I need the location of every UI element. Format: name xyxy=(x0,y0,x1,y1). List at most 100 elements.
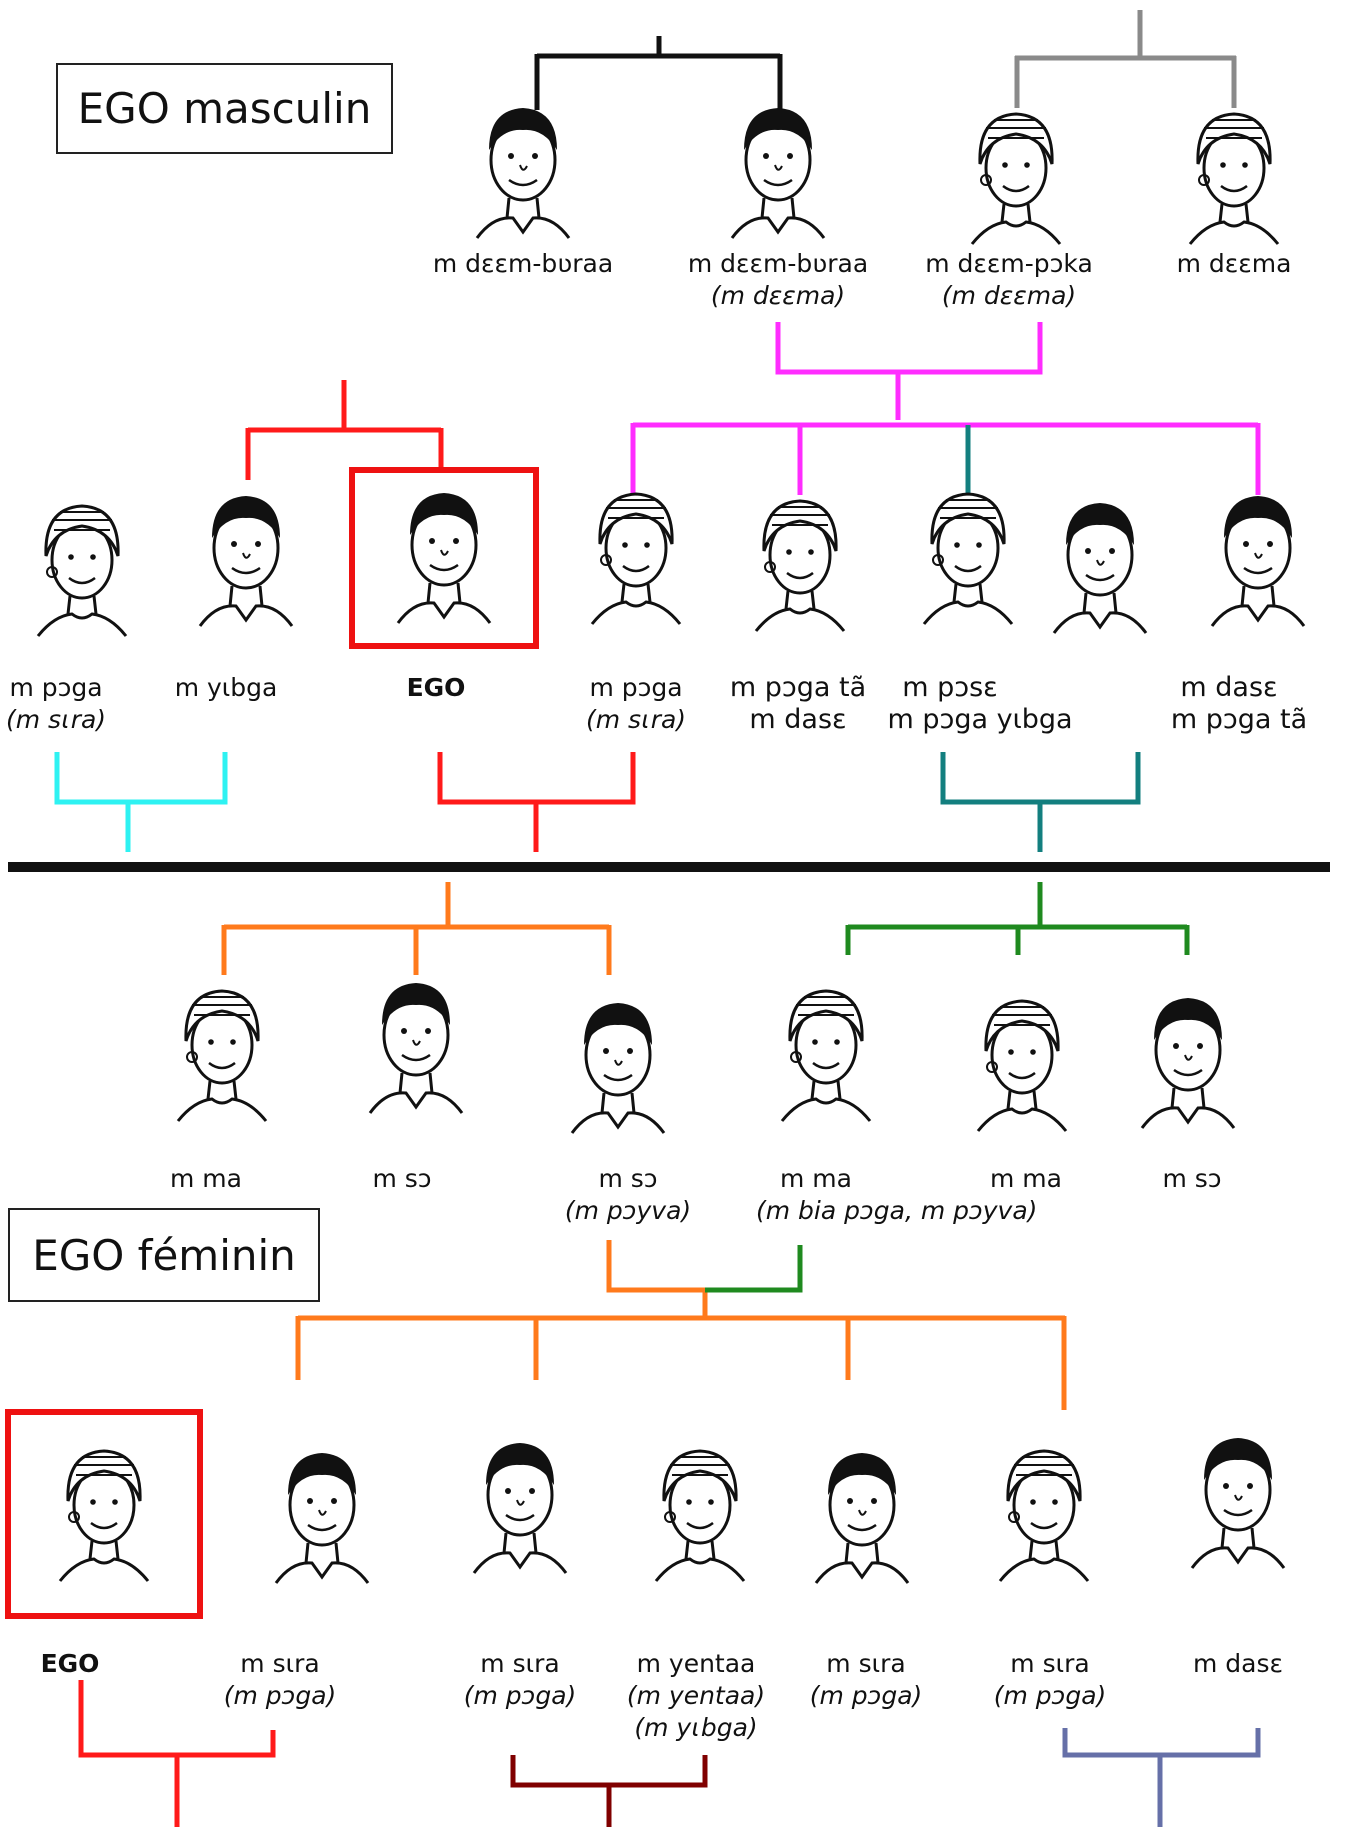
ego-masculin-box: EGO masculin xyxy=(56,63,393,154)
portrait-grandmother-1 xyxy=(970,112,1062,246)
label-alt: (m bia pɔga, m pɔyva) xyxy=(756,1196,1038,1225)
label-alt: (m sɩra) xyxy=(585,705,687,734)
label-alt: (m sɩra) xyxy=(5,705,107,734)
label-name: m dasε xyxy=(1192,1649,1284,1678)
label-f5: m sɩra (m pɔga) xyxy=(746,1648,986,1712)
portrait-f-sibling-5 xyxy=(998,1449,1090,1583)
portrait-sister xyxy=(36,504,128,638)
ego-feminin-box: EGO féminin xyxy=(8,1208,320,1302)
label-name: m yentaa xyxy=(636,1649,756,1678)
label-name: m dasε xyxy=(1180,672,1278,703)
label-name: m ma xyxy=(170,1164,242,1193)
portrait-child-2 xyxy=(368,981,464,1115)
label-name: m dεεm-bʋraa xyxy=(432,249,614,278)
label-alt2: (m yɩbga) xyxy=(634,1713,758,1742)
connector-parents-magenta xyxy=(630,322,1261,495)
label-alt: m pɔga yɩbga xyxy=(887,704,1073,735)
portrait-brother xyxy=(198,494,294,628)
label-name: m sɔ xyxy=(1162,1164,1222,1193)
label-name: m pɔga xyxy=(589,673,683,702)
label-g5: m pɔga tã m dasε xyxy=(678,672,918,736)
portrait-ego-male xyxy=(396,491,492,625)
portrait-child-6 xyxy=(1140,996,1236,1130)
label-c1: m ma xyxy=(86,1163,326,1195)
connector-fem-slate xyxy=(1062,1728,1261,1827)
label-c2: m sɔ xyxy=(282,1163,522,1195)
label-name: EGO xyxy=(406,673,466,702)
connector-grandparents-maternal xyxy=(1014,10,1237,108)
label-alt: (m dεεma) xyxy=(941,281,1077,310)
portrait-wife-2 xyxy=(754,499,846,633)
portrait-grandfather-1 xyxy=(475,106,571,240)
label-g4: m pɔga (m sɩra) xyxy=(516,672,756,736)
generation-separator xyxy=(8,862,1330,872)
label-gp2: m dεεm-bʋraa (m dεεma) xyxy=(658,248,898,312)
connector-red-ego-spouse xyxy=(437,752,636,852)
connector-parents-red xyxy=(245,380,444,480)
label-c3: m sɔ (m pɔyva) xyxy=(508,1163,748,1227)
label-alt: m dasε xyxy=(749,704,847,735)
portrait-grandmother-2 xyxy=(1188,112,1280,246)
portrait-f-sibling-3 xyxy=(654,1449,746,1583)
label-g1: m pɔga (m sɩra) xyxy=(0,672,176,736)
label-f1: EGO xyxy=(0,1648,190,1680)
label-name: m sɔ xyxy=(372,1164,432,1193)
label-name: m yɩbga xyxy=(174,673,278,702)
portrait-f-sibling-2 xyxy=(472,1441,568,1575)
label-name: m sɩra xyxy=(826,1649,906,1678)
label-alt: (m pɔga) xyxy=(463,1681,577,1710)
portrait-f-sibling-1 xyxy=(274,1451,370,1585)
connector-fem-parents-green xyxy=(705,1245,803,1293)
label-alt: (m pɔyva) xyxy=(564,1196,692,1225)
connector-children-green xyxy=(845,882,1190,955)
ego-masculin-label: EGO masculin xyxy=(77,84,372,133)
label-g7: m dasε m pɔga tã xyxy=(1119,672,1359,736)
ego-female-frame xyxy=(5,1409,203,1619)
label-name: m dεεma xyxy=(1176,249,1292,278)
portrait-ego-female xyxy=(58,1449,150,1583)
label-gp3: m dεεm-pɔka (m dεεma) xyxy=(889,248,1129,312)
label-alt: m pɔga tã xyxy=(1170,704,1308,735)
label-name: m sɩra xyxy=(1010,1649,1090,1678)
connector-children-orange xyxy=(221,882,612,975)
label-gp4: m dεεma xyxy=(1114,248,1354,280)
label-name: m sɩra xyxy=(240,1649,320,1678)
portrait-f-sibling-6 xyxy=(1190,1436,1286,1570)
label-alt: (m dεεma) xyxy=(710,281,846,310)
label-c5: m ma xyxy=(906,1163,1146,1195)
label-g3: EGO xyxy=(316,672,556,704)
portrait-child-5 xyxy=(976,999,1068,1133)
label-f6: m sɩra (m pɔga) xyxy=(930,1648,1170,1712)
connector-fem-maroon xyxy=(510,1755,708,1827)
portrait-grandfather-2 xyxy=(730,106,826,240)
label-alt: (m pɔga) xyxy=(993,1681,1107,1710)
label-name: EGO xyxy=(40,1649,100,1678)
label-name: m pɔsε xyxy=(902,672,998,703)
ego-feminin-label: EGO féminin xyxy=(32,1230,296,1280)
portrait-child-1 xyxy=(176,989,268,1123)
label-name: m pɔga xyxy=(9,673,103,702)
connector-cyan xyxy=(54,752,228,852)
label-name: m dεεm-bʋraa xyxy=(687,249,869,278)
label-f2: m sɩra (m pɔga) xyxy=(160,1648,400,1712)
connector-fem-parents-orange xyxy=(295,1240,1067,1410)
label-name: m dεεm-pɔka xyxy=(925,249,1093,278)
portrait-child-4 xyxy=(780,989,872,1123)
connector-teal-pair xyxy=(940,752,1141,852)
ego-male-frame xyxy=(349,467,539,649)
label-g6: m pɔsε m pɔga yɩbga xyxy=(860,672,1100,736)
label-c4: m ma (m bia pɔga, m pɔyva) xyxy=(756,1163,1038,1227)
label-g2: m yɩbga xyxy=(106,672,346,704)
label-gp1: m dεεm-bʋraa xyxy=(403,248,643,280)
label-f7: m dasε xyxy=(1118,1648,1358,1680)
label-name: m ma xyxy=(990,1164,1062,1193)
label-name: m sɔ xyxy=(598,1164,658,1193)
label-name: m sɩra xyxy=(480,1649,560,1678)
label-f4: m yentaa (m yentaa) (m yɩbga) xyxy=(576,1648,816,1744)
portrait-cousin-m xyxy=(1052,501,1148,635)
label-alt: (m pɔga) xyxy=(809,1681,923,1710)
portrait-child-3 xyxy=(570,1001,666,1135)
connector-fem-red xyxy=(78,1680,276,1827)
label-name: m pɔga tã xyxy=(729,672,867,703)
